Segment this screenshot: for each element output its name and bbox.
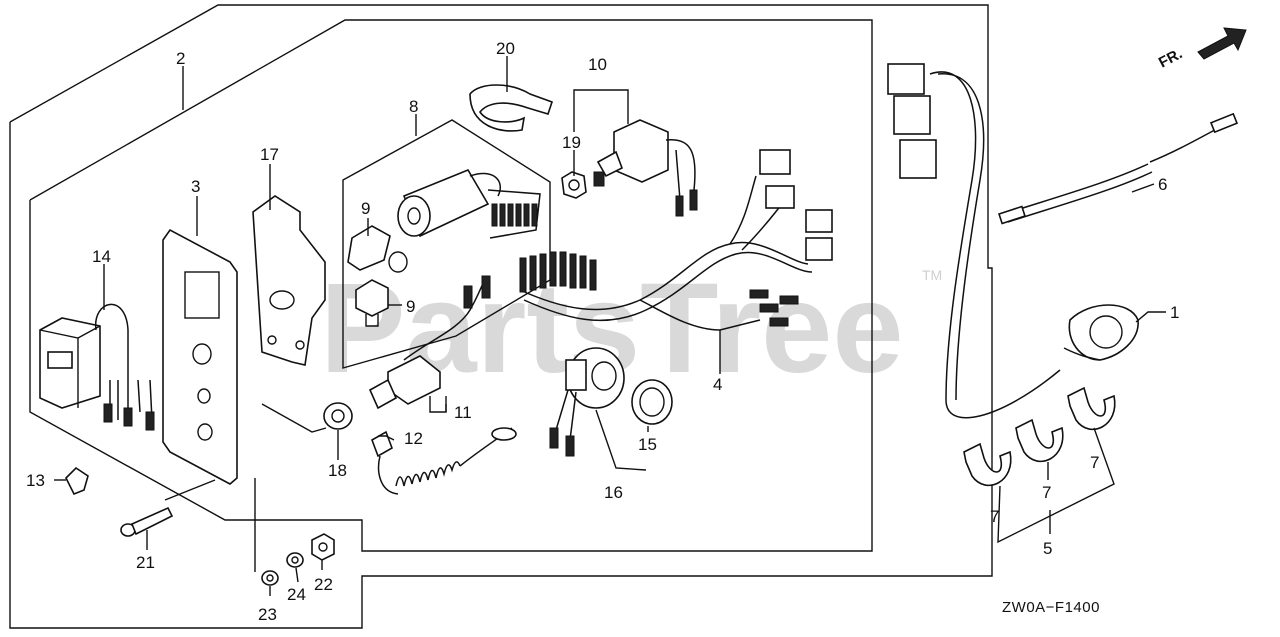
part-plate-3 (162, 228, 238, 485)
part-washer-24 (286, 552, 304, 568)
callout-2: 2 (176, 49, 185, 68)
callout-4: 4 (713, 375, 722, 394)
callout-14: 14 (92, 247, 111, 266)
part-lanyard-12 (371, 427, 517, 495)
callout-18: 18 (328, 461, 347, 480)
callout-21: 21 (136, 553, 155, 572)
callout-11: 11 (454, 403, 472, 422)
part-solenoid-11 (368, 275, 491, 410)
callout-24: 24 (287, 585, 306, 604)
callout-9b: 9 (406, 297, 415, 316)
callout-15: 15 (638, 435, 657, 454)
callout-3: 3 (191, 177, 200, 196)
part-harness-4 (519, 149, 833, 331)
part-buzzer-16 (549, 347, 625, 457)
callouts: 1 2 3 4 5 6 7 7 7 8 9 9 10 11 12 13 14 1… (26, 39, 1179, 624)
part-key-9b (355, 279, 389, 327)
callout-8: 8 (409, 97, 418, 116)
part-toggle-10 (593, 119, 698, 217)
front-direction-indicator: FR. (1156, 27, 1247, 72)
leader-lines (54, 56, 1166, 596)
callout-13: 13 (26, 471, 45, 490)
part-cover-15 (631, 379, 673, 425)
part-clamp-7c (1067, 386, 1116, 431)
callout-7a: 7 (990, 507, 999, 526)
watermark-tm: TM (922, 267, 942, 283)
part-clamp-7b (1015, 418, 1064, 463)
callout-7c: 7 (1090, 453, 1099, 472)
part-nut-22 (311, 533, 335, 561)
callout-20: 20 (496, 39, 515, 58)
part-band-20 (469, 84, 554, 132)
callout-10: 10 (588, 55, 607, 74)
part-key-switch-8 (397, 168, 541, 239)
diagram-code: ZW0A−F1400 (1002, 599, 1100, 616)
part-bolt-21 (120, 506, 174, 537)
callout-5: 5 (1043, 539, 1052, 558)
callout-6: 6 (1158, 175, 1167, 194)
part-key-9a (347, 225, 408, 273)
svg-text:FR.: FR. (1156, 45, 1185, 71)
part-washer-18 (323, 402, 353, 430)
callout-19: 19 (562, 133, 581, 152)
part-switch-14 (39, 303, 155, 431)
part-clamp-7a (963, 442, 1012, 487)
callout-1: 1 (1170, 303, 1179, 322)
front-arrow-icon (1197, 27, 1247, 60)
callout-7b: 7 (1042, 483, 1051, 502)
assembly-outline (9, 4, 993, 629)
callout-12: 12 (404, 429, 423, 448)
part-washer-23 (261, 570, 279, 586)
part-nut-19 (561, 171, 587, 199)
part-cable-6 (998, 112, 1239, 225)
callout-16: 16 (604, 483, 623, 502)
callout-17: 17 (260, 145, 279, 164)
callout-9a: 9 (361, 199, 370, 218)
part-clip-13 (65, 466, 89, 496)
callout-23: 23 (258, 605, 277, 624)
callout-22: 22 (314, 575, 333, 594)
part-bracket-17 (252, 195, 326, 366)
part-harness-1 (887, 63, 1139, 419)
